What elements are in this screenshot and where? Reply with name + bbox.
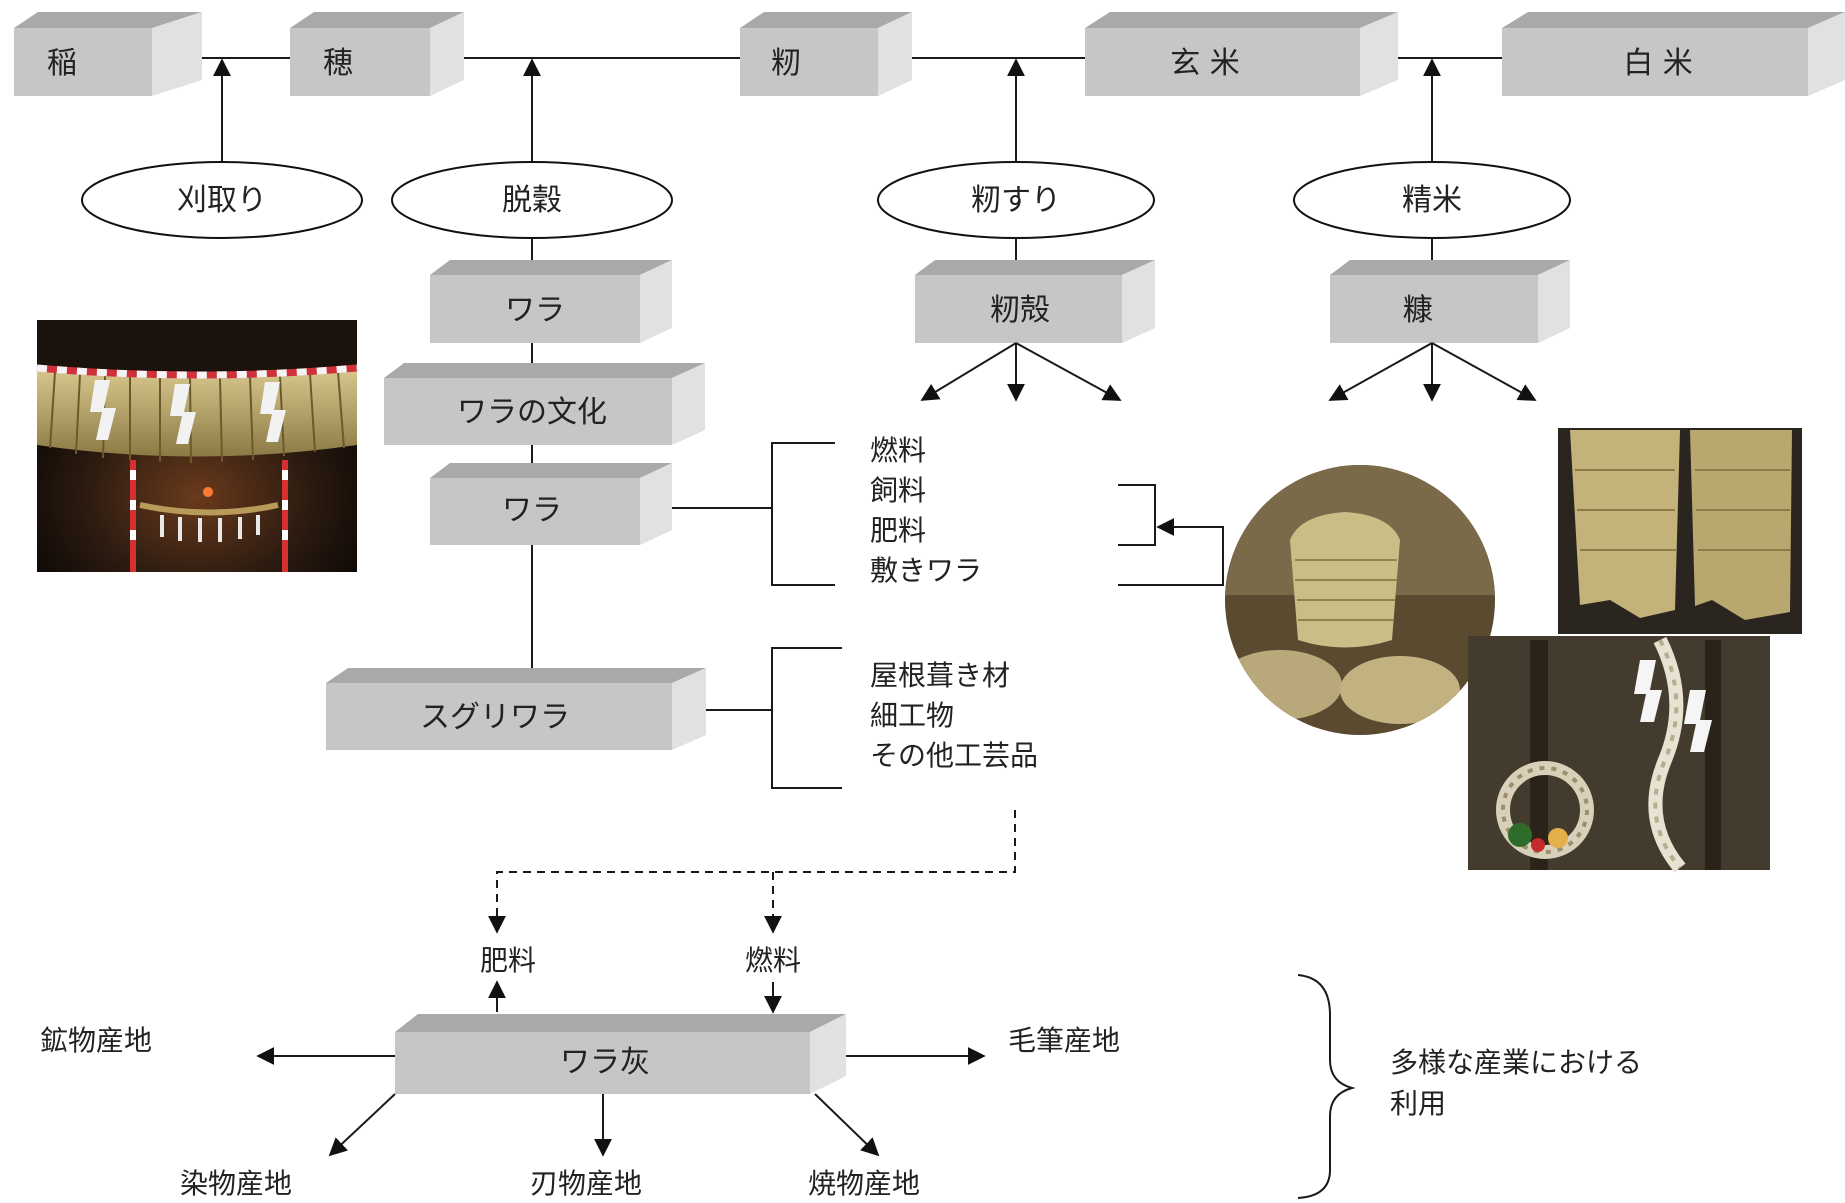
recycle-arrow bbox=[1118, 518, 1224, 586]
box-hakumai: 白 米 bbox=[1502, 12, 1845, 96]
box-momi-label: 籾 bbox=[771, 46, 801, 81]
box-momigara: 籾殻 bbox=[915, 260, 1155, 343]
box-wara-1-label: ワラ bbox=[505, 293, 565, 328]
box-hakumai-label: 白 米 bbox=[1623, 46, 1693, 81]
suguri-use-3: その他工芸品 bbox=[870, 739, 1038, 772]
shrine-photo bbox=[36, 320, 358, 572]
husk-branch: 籾殻 bbox=[915, 238, 1155, 402]
box-momigara-label: 籾殻 bbox=[990, 293, 1050, 328]
box-wara-culture: ワラの文化 bbox=[384, 363, 705, 445]
ash-section: 肥料 燃料 ワラ灰 鉱物産地 毛筆産地 染物産地 刃物産地 焼物産地 多様な産業… bbox=[40, 810, 1642, 1200]
brush-label: 毛筆産地 bbox=[1008, 1024, 1120, 1057]
box-wara-ash: ワラ灰 bbox=[395, 1014, 846, 1094]
industry-note-line1: 多様な産業における bbox=[1390, 1046, 1642, 1079]
box-genmai: 玄 米 bbox=[1085, 12, 1398, 96]
box-nuka-label: 糠 bbox=[1403, 293, 1433, 328]
suguri-use-2: 細工物 bbox=[870, 699, 954, 732]
dye-label: 染物産地 bbox=[180, 1167, 292, 1200]
mineral-label: 鉱物産地 bbox=[40, 1024, 152, 1057]
wara-use-3: 肥料 bbox=[870, 514, 926, 547]
box-wara-culture-label: ワラの文化 bbox=[457, 395, 607, 430]
pottery-label: 焼物産地 bbox=[808, 1167, 920, 1200]
bracket bbox=[771, 442, 835, 586]
top-chain: 稲 穂 籾 玄 米 白 米 bbox=[14, 12, 1845, 96]
industry-note-line2: 利用 bbox=[1390, 1087, 1446, 1120]
box-wara-1: ワラ bbox=[430, 260, 672, 343]
industry-brace bbox=[1297, 974, 1356, 1199]
wara-use-4: 敷きワラ bbox=[870, 554, 982, 587]
wara-use-2: 飼料 bbox=[870, 474, 926, 507]
box-wara-2: ワラ bbox=[430, 463, 672, 545]
box-ho-label: 穂 bbox=[323, 46, 353, 81]
ash-fertilizer-label: 肥料 bbox=[480, 944, 536, 977]
dashed-arrow bbox=[488, 810, 1016, 934]
ash-fuel-label: 燃料 bbox=[745, 944, 801, 977]
box-momi: 籾 bbox=[740, 12, 912, 96]
box-suguri-wara: スグリワラ bbox=[326, 668, 706, 750]
suguri-use-1: 屋根葺き材 bbox=[870, 659, 1010, 692]
box-wara-2-label: ワラ bbox=[502, 493, 562, 528]
ellipse-karitori bbox=[81, 161, 363, 239]
box-ho: 穂 bbox=[290, 12, 464, 96]
ellipse-karitori-label: 刈取り bbox=[177, 183, 267, 218]
bran-branch: 糠 bbox=[1328, 238, 1570, 402]
blade-label: 刃物産地 bbox=[530, 1167, 642, 1200]
straw-branch: ワラ ワラの文化 ワラ スグリワラ 燃料 飼料 肥料 敷きワラ bbox=[326, 238, 1224, 789]
wara-use-1: 燃料 bbox=[870, 434, 926, 467]
box-ine-label: 稲 bbox=[47, 46, 77, 81]
bracket bbox=[771, 647, 842, 789]
ellipse-momisuri-label: 籾すり bbox=[971, 183, 1061, 218]
ellipse-dakkoku-label: 脱穀 bbox=[502, 183, 562, 218]
box-suguri-wara-label: スグリワラ bbox=[420, 700, 570, 735]
ellipse-seimai-label: 精米 bbox=[1402, 183, 1462, 218]
processes: 刈取り 脱穀 籾すり 精米 bbox=[81, 58, 1571, 239]
box-nuka: 糠 bbox=[1330, 260, 1570, 343]
box-wara-ash-label: ワラ灰 bbox=[560, 1045, 650, 1080]
straw-crafts-photo bbox=[1225, 428, 1802, 873]
box-genmai-label: 玄 米 bbox=[1170, 46, 1240, 81]
small-bracket bbox=[1118, 484, 1156, 546]
box-ine: 稲 bbox=[14, 12, 202, 96]
